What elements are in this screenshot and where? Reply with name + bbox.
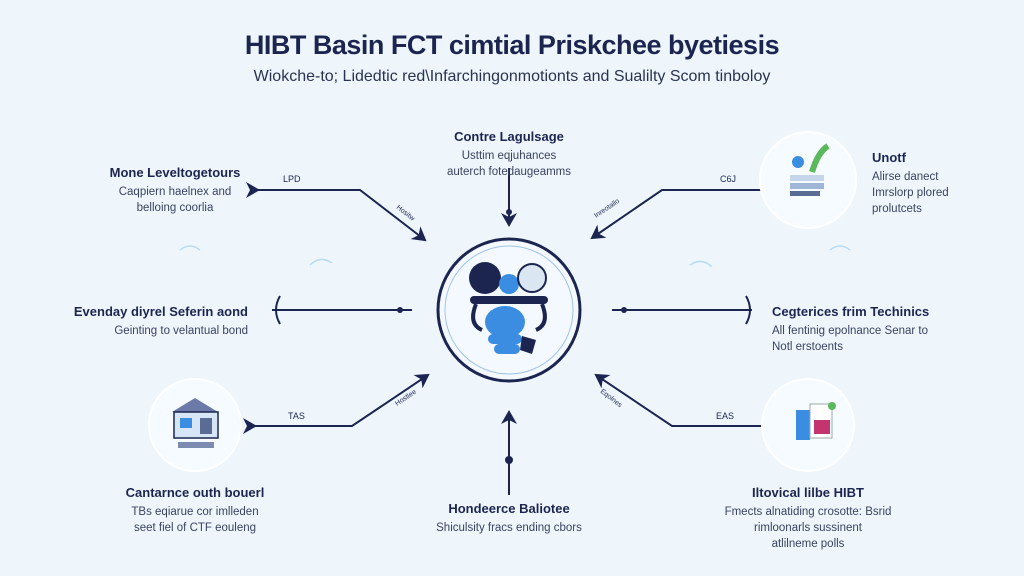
- building-icon: [148, 378, 242, 472]
- edge-label-top-left: LPD: [283, 174, 301, 184]
- diag-label-top-right: Inreotallo: [593, 198, 621, 220]
- node-top-right: Unotf Alirse danect Imrslorp plored prol…: [872, 150, 1012, 217]
- node-text: Geinting to velantual bond: [114, 325, 248, 337]
- node-top-left: Mone Leveltogetours Caqpiern haelnex and…: [90, 165, 260, 216]
- document-icon: [761, 378, 855, 472]
- node-title: Hondeerce Baliotee: [448, 501, 570, 516]
- node-text: Caqpiern haelnex and: [118, 186, 232, 198]
- node-text: All fentinig epolnance Senar to: [772, 325, 928, 337]
- node-mid-left: Evenday diyrel Seferin aond Geinting to …: [30, 304, 248, 339]
- central-hub-icon: [436, 237, 582, 383]
- node-title: Evenday diyrel Seferin aond: [73, 304, 248, 319]
- node-title: Contre Lagulsage: [454, 129, 564, 144]
- node-text: atlilneme polls: [771, 538, 845, 550]
- node-text: Notl erstoents: [772, 341, 843, 353]
- node-text: Alirse danect: [872, 171, 939, 183]
- node-bottom-left: Cantarnce outh bouerl TBs eqiarue cor im…: [95, 485, 295, 536]
- node-text: rimloonarls sussinent: [753, 522, 862, 534]
- connector-bottom-left: [243, 373, 430, 434]
- node-text: seet fiel of CTF eouleng: [133, 522, 257, 534]
- node-bottom-right: Iltovical lilbe HIBT Fmects alnatiding c…: [698, 485, 918, 552]
- product-icon: [759, 131, 857, 229]
- edge-label-bottom-left: TAS: [288, 411, 305, 421]
- page-subtitle: Wiokche-to; Lidedtic red\Infarchingonmot…: [253, 68, 771, 85]
- connector-top-right: [590, 182, 774, 240]
- edge-label-top-right: C6J: [720, 174, 736, 184]
- edge-label-bottom-right: EAS: [716, 411, 734, 421]
- node-title: Unotf: [872, 150, 906, 165]
- node-title: Mone Leveltogetours: [109, 165, 241, 180]
- node-mid-right: Cegterices frim Techinics All fentinig e…: [772, 304, 1002, 355]
- node-text: Shiculsity fracs ending cbors: [436, 522, 582, 534]
- page-title: HIBT Basin FCT cimtial Priskchee byeties…: [244, 30, 780, 60]
- node-text: Usttim eqjuhances: [461, 150, 557, 162]
- node-text: Imrslorp plored: [872, 187, 949, 199]
- node-text: belloing coorlia: [136, 202, 214, 214]
- node-text: auterch fotedaugeamms: [446, 166, 572, 178]
- node-bottom-center: Hondeerce Baliotee Shiculsity fracs endi…: [409, 501, 609, 536]
- node-title: Cegterices frim Techinics: [772, 304, 930, 319]
- diag-label-bottom-left: Hostlee: [394, 389, 418, 408]
- node-top-center: Contre Lagulsage Usttim eqjuhances auter…: [409, 129, 609, 180]
- node-text: TBs eqiarue cor imlleden: [131, 506, 259, 518]
- connector-top-left: [246, 182, 427, 242]
- node-title: Cantarnce outh bouerl: [125, 485, 265, 500]
- node-title: Iltovical lilbe HIBT: [752, 485, 864, 500]
- node-text: prolutcets: [872, 203, 922, 215]
- connector-bottom-right: [594, 373, 784, 434]
- node-text: Fmects alnatiding crosotte: Bsrid: [724, 506, 892, 518]
